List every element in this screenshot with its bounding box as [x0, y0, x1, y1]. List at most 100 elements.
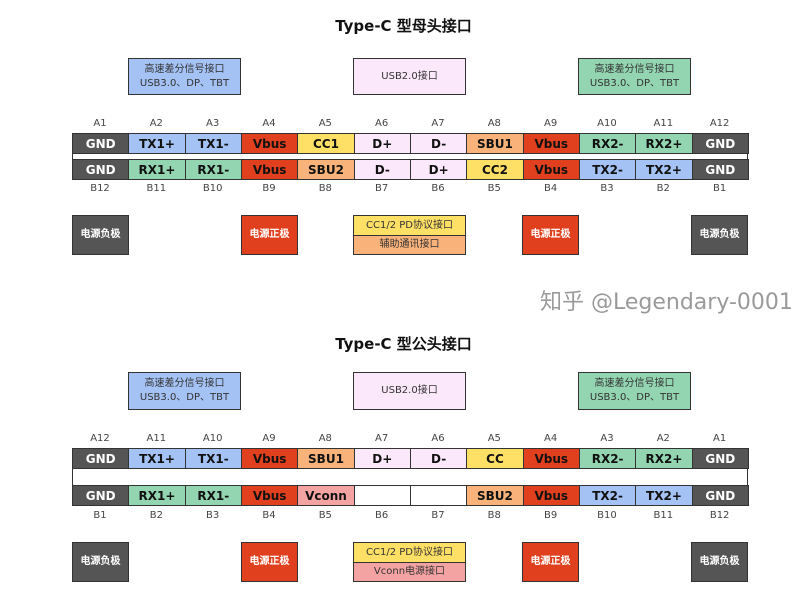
- pin-a: D-: [409, 133, 468, 154]
- pin-number-b: B2: [656, 183, 670, 194]
- pin-b: GND: [691, 485, 749, 506]
- pin-number-a: A8: [487, 118, 501, 129]
- legend-box: USB2.0接口: [353, 58, 466, 95]
- pin-a: GND: [691, 133, 749, 154]
- pin-number-a: A4: [544, 433, 558, 444]
- legend-vbus: 电源正极: [522, 215, 579, 255]
- pin-a: RX2+: [635, 133, 693, 154]
- legend-aux: 辅助通讯接口: [353, 235, 466, 255]
- pin-a: RX2-: [578, 133, 637, 154]
- pin-b: SBU2: [297, 159, 355, 180]
- pin-number-b: B8: [487, 510, 501, 521]
- pin-number-b: B9: [262, 183, 276, 194]
- pin-b: TX2-: [578, 159, 637, 180]
- pin-b: RX1-: [184, 159, 242, 180]
- legend-cc: CC1/2 PD协议接口: [353, 215, 466, 236]
- pin-number-a: A6: [375, 118, 389, 129]
- watermark: 知乎 @Legendary-0001: [540, 290, 793, 315]
- pin-b: Vbus: [240, 159, 299, 180]
- pin-b: Vconn: [297, 485, 355, 506]
- legend-vbus: 电源正极: [522, 542, 579, 582]
- pin-b: [353, 485, 411, 506]
- pin-b: TX2+: [635, 159, 693, 180]
- pin-b: RX1+: [128, 159, 186, 180]
- pin-b: D+: [409, 159, 468, 180]
- pin-number-a: A11: [653, 118, 674, 129]
- pin-number-b: B5: [318, 510, 332, 521]
- pin-number-a: A3: [600, 433, 614, 444]
- legend-ground: 电源负极: [691, 542, 748, 582]
- pin-a: RX2+: [635, 448, 693, 469]
- pin-b: GND: [72, 159, 130, 180]
- pin-number-a: A2: [149, 118, 163, 129]
- section-title: Type-C 型公头接口: [335, 335, 472, 353]
- pin-b: Vbus: [522, 159, 580, 180]
- pin-number-a: A9: [544, 118, 558, 129]
- pin-number-a: A2: [656, 433, 670, 444]
- pin-a: TX1+: [128, 448, 186, 469]
- pin-number-a: A12: [709, 118, 730, 129]
- pin-a: Vbus: [240, 133, 299, 154]
- legend-vbus: 电源正极: [241, 542, 298, 582]
- pin-number-a: A9: [262, 433, 276, 444]
- pin-b: CC2: [466, 159, 524, 180]
- pin-number-b: B10: [597, 510, 617, 521]
- pin-a: D+: [353, 448, 411, 469]
- legend-vbus: 电源正极: [241, 215, 298, 255]
- pin-number-b: B1: [713, 183, 727, 194]
- pin-b: SBU2: [466, 485, 524, 506]
- pin-number-a: A6: [431, 433, 445, 444]
- section-title: Type-C 型母头接口: [335, 17, 472, 35]
- legend-aux: Vconn电源接口: [353, 562, 466, 582]
- pin-b: GND: [72, 485, 130, 506]
- pin-a: SBU1: [466, 133, 524, 154]
- pin-number-a: A5: [487, 433, 501, 444]
- legend-text: USB2.0接口: [381, 70, 438, 82]
- pin-a: Vbus: [240, 448, 299, 469]
- pin-b: TX2-: [578, 485, 637, 506]
- pin-number-b: B7: [375, 183, 389, 194]
- pin-number-b: B5: [487, 183, 501, 194]
- pin-number-b: B10: [202, 183, 223, 194]
- pin-number-b: B12: [90, 183, 110, 194]
- legend-box: USB2.0接口: [353, 372, 466, 410]
- pin-number-b: B12: [709, 510, 730, 521]
- legend-text: 高速差分信号接口: [594, 378, 675, 389]
- pin-number-a: A7: [375, 433, 389, 444]
- legend-text: USB3.0、DP、TBT: [589, 77, 680, 89]
- pin-a: TX1-: [184, 133, 242, 154]
- legend-text: USB2.0接口: [381, 385, 438, 396]
- legend-text: USB3.0、DP、TBT: [139, 77, 230, 89]
- pin-number-b: B7: [431, 510, 445, 521]
- pin-number-b: B2: [149, 510, 163, 521]
- pin-number-b: B11: [653, 510, 674, 521]
- pin-number-a: A10: [597, 118, 617, 129]
- pin-b: D-: [353, 159, 411, 180]
- legend-text: USB3.0、DP、TBT: [589, 392, 680, 403]
- pin-number-a: A8: [318, 433, 332, 444]
- pin-b: Vbus: [522, 485, 580, 506]
- legend-ground: 电源负极: [72, 542, 129, 582]
- legend-ground: 电源负极: [691, 215, 748, 255]
- pin-a: CC: [466, 448, 524, 469]
- pin-number-a: A11: [146, 433, 167, 444]
- legend-text: 高速差分信号接口: [144, 378, 225, 389]
- pin-number-b: B6: [431, 183, 445, 194]
- pin-b: Vbus: [240, 485, 299, 506]
- pin-number-a: A4: [262, 118, 276, 129]
- pin-number-b: B3: [206, 510, 220, 521]
- pin-number-b: B6: [375, 510, 389, 521]
- pin-a: D+: [353, 133, 411, 154]
- legend-text: USB3.0、DP、TBT: [139, 392, 230, 403]
- legend-cc: CC1/2 PD协议接口: [353, 542, 466, 563]
- pin-number-b: B9: [544, 510, 558, 521]
- pin-a: SBU1: [297, 448, 355, 469]
- pin-number-a: A3: [206, 118, 220, 129]
- pin-a: D-: [409, 448, 468, 469]
- legend-text: 高速差分信号接口: [594, 63, 675, 75]
- pin-number-a: A7: [431, 118, 445, 129]
- legend-box: 高速差分信号接口 USB3.0、DP、TBT: [578, 58, 691, 95]
- pin-number-b: B4: [544, 183, 558, 194]
- pin-a: Vbus: [522, 133, 580, 154]
- pin-number-a: A1: [713, 433, 727, 444]
